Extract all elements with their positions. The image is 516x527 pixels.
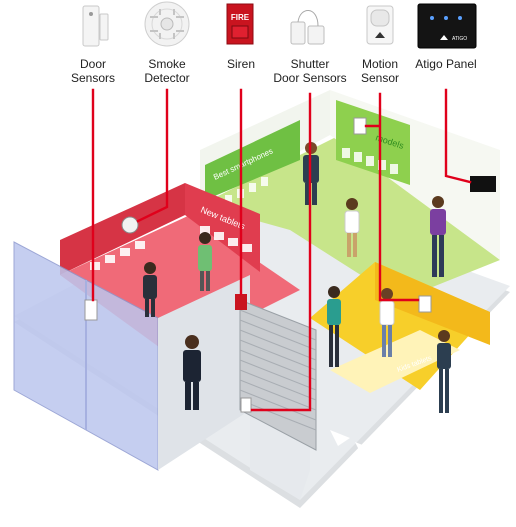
installed-door-sensor (84, 299, 98, 321)
front-wall-left (158, 275, 250, 470)
label-line: Siren (226, 57, 255, 71)
smoke-detector-icon (144, 1, 190, 47)
yellow-display-table (330, 330, 460, 393)
label-atigo-panel: Atigo Panel (401, 57, 491, 71)
floor-arrows (330, 430, 400, 471)
green-wall-smartphones (205, 120, 300, 200)
label-line: Atigo Panel (415, 57, 477, 71)
label-door-sensors: Door Sensors (48, 57, 138, 85)
wire-motion-sensor (364, 92, 420, 302)
label-line: Smoke (148, 57, 186, 71)
tablet-shelves (90, 226, 252, 270)
person-staff-yellow (437, 330, 451, 413)
panel-brand: ATIGO (452, 36, 467, 42)
installed-siren (235, 294, 247, 310)
label-motion-sensor: Motion Sensor (335, 57, 425, 85)
installed-devices (84, 117, 496, 413)
person-customer-5 (327, 286, 341, 367)
motion-sensor-icon (366, 5, 394, 45)
label-smoke-detector: Smoke Detector (122, 57, 212, 85)
shutter-door (239, 299, 317, 451)
person-customer-4 (143, 262, 157, 317)
door-sensor-icon (82, 5, 109, 47)
label-line: Door Sensors (273, 71, 347, 85)
wire-smoke-detector (136, 88, 169, 223)
installed-motion-sensor-yellow (418, 295, 432, 313)
label-line: Sensor (360, 71, 400, 85)
installed-atigo-panel (470, 176, 496, 192)
label-line: Shutter (290, 57, 330, 71)
person-customer-3 (198, 232, 212, 291)
label-siren: Siren (196, 57, 286, 71)
label-line: Motion (361, 57, 399, 71)
label-line: Sensors (70, 71, 116, 85)
wire-shutter-sensors (250, 92, 312, 412)
person-security-guard (183, 335, 201, 410)
label-line: Detector (144, 71, 190, 85)
installed-motion-sensor-green (353, 117, 367, 135)
control-panel-icon: ATIGO (417, 3, 477, 49)
yellow-wall (375, 262, 490, 345)
sensor-wires (91, 88, 472, 412)
fire-siren-icon: FIRE (226, 3, 254, 45)
siren-label: FIRE (231, 13, 250, 22)
person-customer-2 (430, 196, 446, 277)
person-customer-1 (344, 198, 360, 257)
installed-shutter-sensor (240, 397, 252, 413)
shutter-sensor-icon (290, 10, 325, 45)
installed-smoke-detector (121, 216, 139, 234)
label-line: Door (79, 57, 106, 71)
label-shutter-door-sensors: Shutter Door Sensors (265, 57, 355, 85)
people (143, 142, 451, 413)
wire-atigo-panel (444, 88, 472, 184)
